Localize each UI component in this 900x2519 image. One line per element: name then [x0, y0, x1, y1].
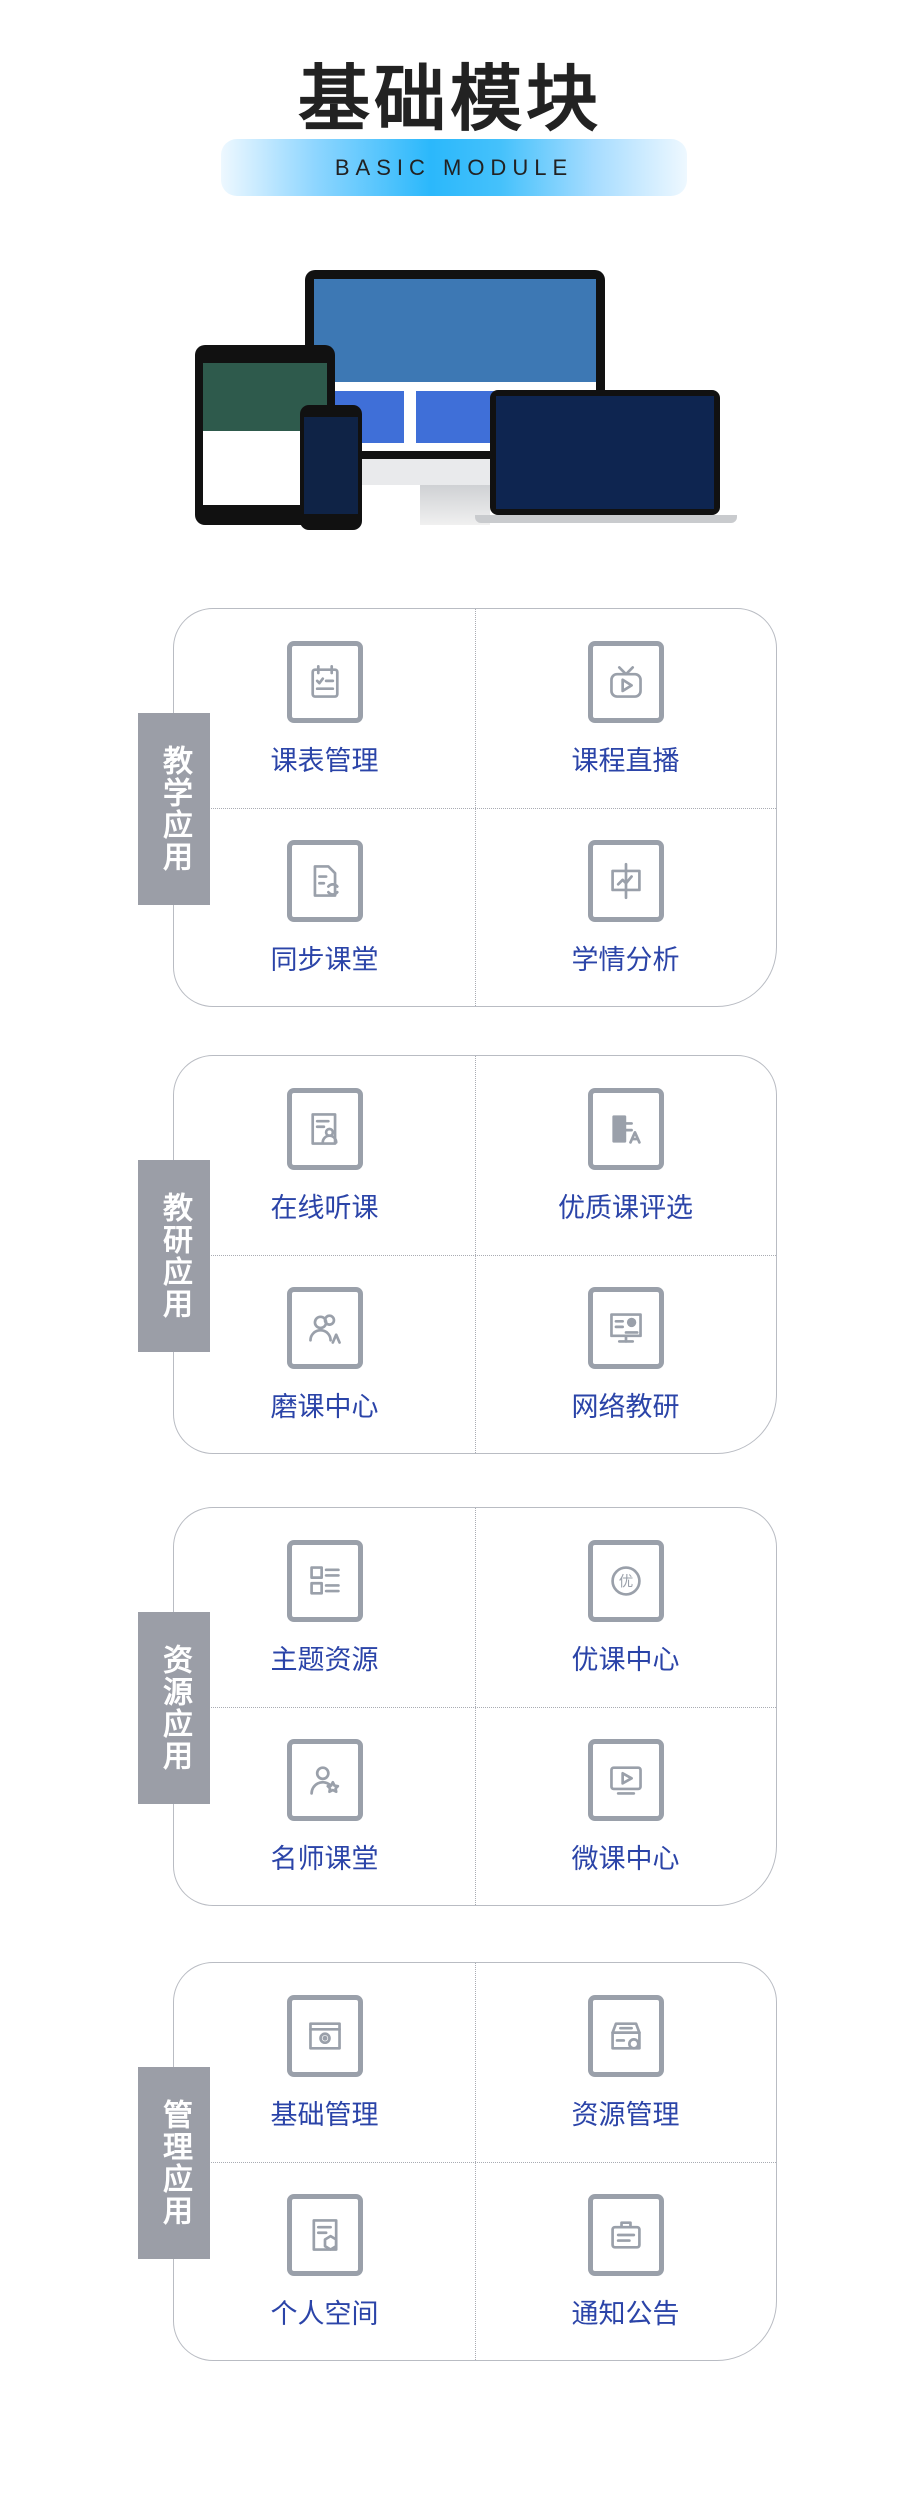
chart-board-icon: [587, 839, 664, 922]
module-label: 主题资源: [270, 1645, 379, 1676]
module-item[interactable]: 基础管理: [174, 1963, 475, 2162]
svg-text:优: 优: [618, 1574, 633, 1591]
divider: [174, 807, 776, 809]
module-item[interactable]: 微课中心: [475, 1707, 776, 1906]
module-label: 微课中心: [571, 1843, 680, 1875]
module-item[interactable]: 学情分析: [475, 808, 776, 1007]
module-label: 学情分析: [571, 944, 680, 976]
module-label: 个人空间: [270, 2298, 379, 2330]
module-label: 基础管理: [270, 2100, 379, 2131]
subtitle-banner: BASIC MODULE: [221, 139, 687, 196]
teacher-star-icon: [286, 1738, 363, 1821]
devices-illustration: [190, 265, 740, 565]
document-sync-icon: [286, 839, 363, 922]
monitor-play-icon: [587, 1738, 664, 1821]
section-tab: 管理应用: [138, 2067, 210, 2259]
laptop-image: [490, 390, 720, 515]
module-item[interactable]: 课表管理: [174, 609, 475, 808]
module-label: 名师课堂: [270, 1843, 379, 1875]
module-label: 在线听课: [270, 1193, 379, 1224]
section-card-teaching: 教学应用 课表管理 课程直播 同步课堂 学情分析: [138, 608, 777, 1007]
monitor-user-icon: [587, 1286, 664, 1369]
window-gear-icon: [286, 1995, 363, 2077]
module-label: 网络教研: [571, 1391, 680, 1423]
tv-play-icon: [587, 641, 664, 723]
section-card-research: 教研应用 在线听课 优质课评选 磨课中心 网络教研: [138, 1055, 777, 1454]
divider: [174, 1706, 776, 1708]
text-a-icon: [587, 1088, 664, 1170]
module-item[interactable]: 名师课堂: [174, 1707, 475, 1906]
calendar-icon: [286, 641, 363, 723]
module-item[interactable]: 网络教研: [475, 1255, 776, 1454]
module-item[interactable]: 在线听课: [174, 1056, 475, 1255]
divider: [174, 1254, 776, 1256]
module-item[interactable]: 优 优课中心: [475, 1508, 776, 1707]
section-card-management: 管理应用 基础管理 资源管理 个人空间 通知公告: [138, 1962, 777, 2361]
section-tab: 资源应用: [138, 1612, 210, 1804]
module-label: 课程直播: [571, 746, 680, 777]
module-item[interactable]: 优质课评选: [475, 1056, 776, 1255]
badge-you-icon: 优: [587, 1540, 664, 1622]
module-label: 优质课评选: [558, 1193, 693, 1224]
module-label: 通知公告: [571, 2298, 680, 2330]
module-item[interactable]: 个人空间: [174, 2162, 475, 2361]
module-label: 优课中心: [571, 1645, 680, 1676]
section-tab: 教研应用: [138, 1160, 210, 1352]
drawer-gear-icon: [587, 1995, 664, 2077]
laptop-base: [475, 515, 737, 523]
desktop-monitor-image: [305, 270, 605, 485]
document-box-icon: [286, 2193, 363, 2276]
divider: [174, 2161, 776, 2163]
list-icon: [286, 1540, 363, 1622]
section-tab: 教学应用: [138, 713, 210, 905]
module-item[interactable]: 资源管理: [475, 1963, 776, 2162]
module-label: 资源管理: [571, 2100, 680, 2131]
module-label: 同步课堂: [270, 944, 379, 976]
module-item[interactable]: 同步课堂: [174, 808, 475, 1007]
module-label: 课表管理: [270, 746, 379, 777]
users-a-icon: [286, 1286, 363, 1369]
page-title: 基础模块: [297, 57, 602, 141]
document-user-icon: [286, 1088, 363, 1170]
module-item[interactable]: 主题资源: [174, 1508, 475, 1707]
phone-image: [300, 405, 362, 530]
notice-icon: [587, 2193, 664, 2276]
module-item[interactable]: 课程直播: [475, 609, 776, 808]
module-item[interactable]: 磨课中心: [174, 1255, 475, 1454]
section-card-resource: 资源应用 主题资源 优 优课中心 名师课堂 微课中心: [138, 1507, 777, 1906]
module-label: 磨课中心: [270, 1391, 379, 1423]
module-item[interactable]: 通知公告: [475, 2162, 776, 2361]
